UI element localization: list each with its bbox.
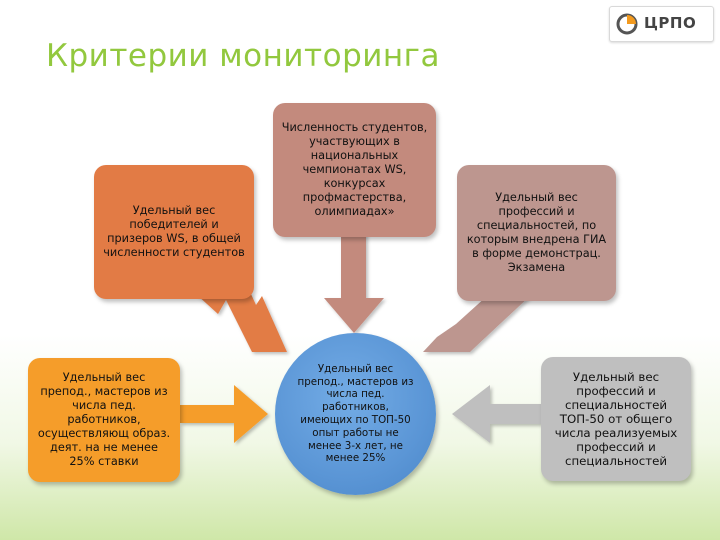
logo-icon	[616, 13, 638, 35]
arrow-top-left	[196, 294, 287, 352]
logo: ЦРПО	[609, 6, 714, 42]
arrow-middle-right	[452, 385, 541, 443]
arrow-middle-left	[180, 385, 268, 443]
page-title: Критерии мониторинга	[46, 38, 440, 74]
criterion-box-top-center: Численность студентов, участвующих в нац…	[273, 103, 436, 237]
criterion-box-top-right: Удельный вес профессий и специальностей,…	[457, 165, 616, 301]
criterion-center-circle: Удельный вес препод., мастеров из числа …	[275, 333, 436, 495]
arrow-top-right	[423, 296, 530, 352]
logo-text: ЦРПО	[644, 14, 697, 32]
criterion-box-middle-right: Удельный вес профессий и специальностей …	[541, 357, 691, 481]
arrow-top-center	[324, 230, 384, 333]
criterion-box-top-left: Удельный вес победителей и призеров WS, …	[94, 165, 254, 299]
criterion-box-middle-left: Удельный вес препод., мастеров из числа …	[28, 358, 180, 482]
